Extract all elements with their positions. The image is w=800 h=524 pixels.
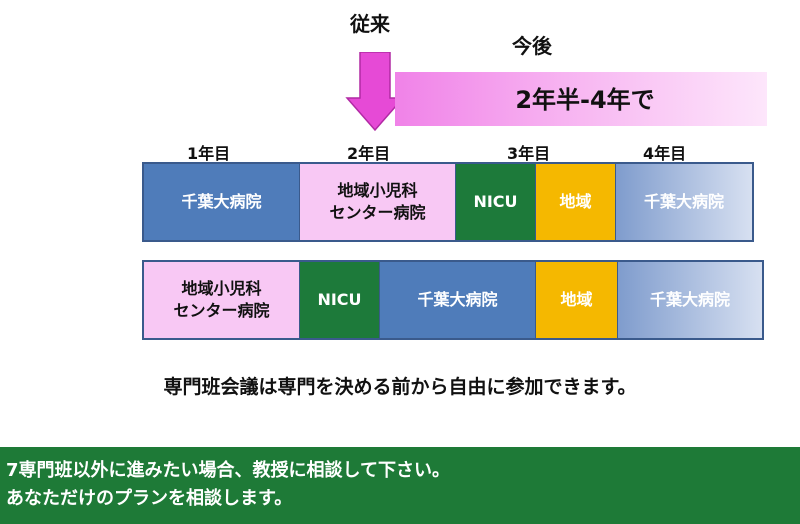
future-label: 今後 <box>512 34 552 58</box>
year-label-3: 3年目 <box>507 144 551 163</box>
row1-cell-chiba-hospital: 千葉大病院 <box>144 164 300 240</box>
row2-cell-chiba-hospital-2: 千葉大病院 <box>618 262 762 338</box>
row1-cell-regional-pediatric-center: 地域小児科 センター病院 <box>300 164 456 240</box>
row2-cell-nicu: NICU <box>300 262 380 338</box>
year-label-4: 4年目 <box>643 144 687 163</box>
future-banner <box>395 72 767 126</box>
schedule-row-2: 地域小児科 センター病院 NICU 千葉大病院 地域 千葉大病院 <box>142 260 764 340</box>
schedule-row-1: 千葉大病院 地域小児科 センター病院 NICU 地域 千葉大病院 <box>142 162 754 242</box>
row2-cell-regional-pediatric-center: 地域小児科 センター病院 <box>144 262 300 338</box>
conventional-label: 従来 <box>350 12 390 36</box>
row1-cell-nicu: NICU <box>456 164 536 240</box>
row1-cell-chiba-hospital-2: 千葉大病院 <box>616 164 752 240</box>
footer-line-2: あなただけのプランを相談します。 <box>6 488 293 509</box>
footer-line-1: 7専門班以外に進みたい場合、教授に相談して下さい。 <box>6 460 450 481</box>
year-label-1: 1年目 <box>187 144 231 163</box>
banner-text: 2年半-4年で <box>515 86 655 114</box>
row1-cell-regional: 地域 <box>536 164 616 240</box>
down-arrow-icon <box>345 52 405 132</box>
year-label-2: 2年目 <box>347 144 391 163</box>
participation-note: 専門班会議は専門を決める前から自由に参加できます。 <box>163 376 637 398</box>
footer-banner: 7専門班以外に進みたい場合、教授に相談して下さい。 あなただけのプランを相談しま… <box>0 447 800 524</box>
row2-cell-chiba-hospital: 千葉大病院 <box>380 262 536 338</box>
row2-cell-regional: 地域 <box>536 262 618 338</box>
